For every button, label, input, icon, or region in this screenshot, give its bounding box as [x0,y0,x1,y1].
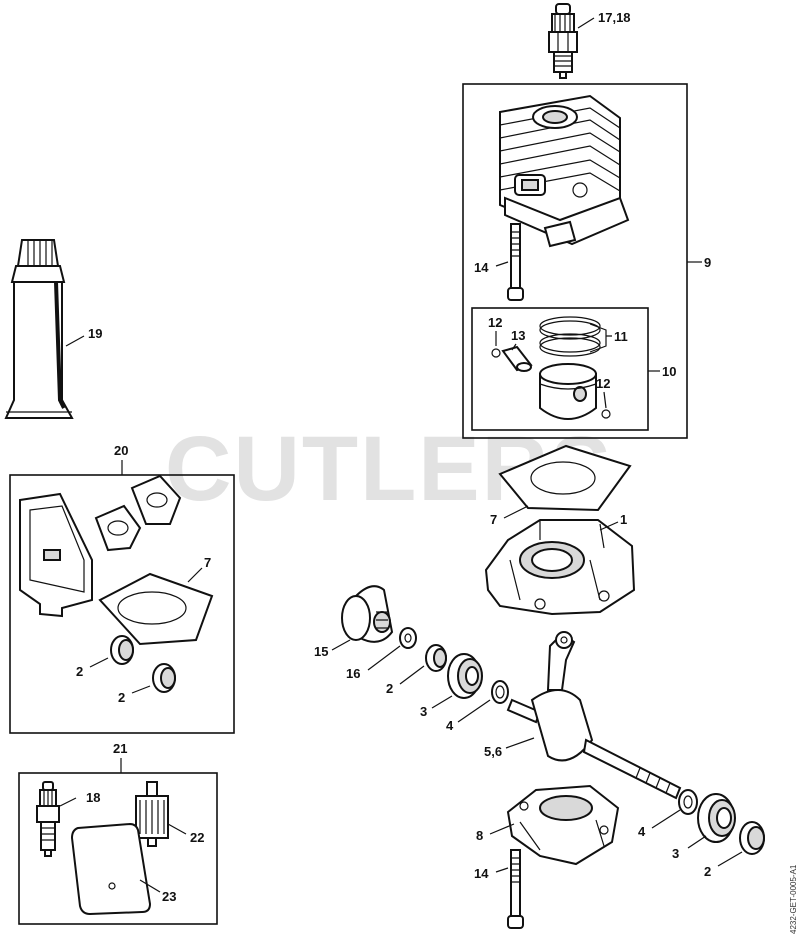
service-kit-frame [18,772,218,925]
kit-cylinder-gasket[interactable] [98,572,214,646]
piston-rings[interactable] [539,316,601,357]
kit-seal-b[interactable] [152,663,176,693]
label-21: 21 [113,741,127,756]
label-14-top: 14 [474,260,489,275]
label-9: 9 [704,255,711,270]
cylinder-group-frame [462,83,688,439]
piston-pin[interactable] [501,345,533,372]
shim-left[interactable] [491,680,509,704]
bearing-left[interactable] [447,653,483,699]
fuel-filter[interactable] [135,781,169,847]
label-4-left: 4 [446,718,454,733]
label-20: 20 [114,443,128,458]
piston-pin-clip-a[interactable] [491,348,501,358]
label-12-b: 12 [596,376,610,391]
seal-right[interactable] [739,821,765,855]
shim-right[interactable] [678,789,698,815]
crankshaft[interactable] [506,631,682,800]
label-2-kit-b: 2 [118,690,125,705]
kit-gasket-large[interactable] [19,492,93,618]
bolt-bottom[interactable] [507,849,524,929]
bearing-right[interactable] [697,793,736,843]
washer-left[interactable] [399,627,417,649]
label-7: 7 [490,512,497,527]
crankcase-lower[interactable] [506,784,620,866]
label-15: 15 [314,644,328,659]
label-13: 13 [511,328,525,343]
spark-plug-top[interactable] [548,3,578,79]
cylinder-gasket[interactable] [498,444,632,512]
label-2-right: 2 [704,864,711,879]
label-2-left: 2 [386,681,393,696]
label-17-18: 17,18 [598,10,631,25]
label-3-right: 3 [672,846,679,861]
drawing-code: 4232-GET-0005-A1 [789,864,798,934]
piston-pin-clip-b[interactable] [601,409,611,419]
piston-group-frame [471,307,649,431]
cylinder[interactable] [499,94,630,248]
fan-hub[interactable] [341,585,394,643]
label-4-right: 4 [638,824,646,839]
kit-gasket-small-b[interactable] [130,474,182,525]
crankcase-upper[interactable] [484,519,636,616]
bolt-top[interactable] [507,223,524,301]
label-16: 16 [346,666,360,681]
grease-tube[interactable] [4,239,74,419]
seal-left[interactable] [425,644,447,672]
label-12-a: 12 [488,315,502,330]
label-5-6: 5,6 [484,744,502,759]
air-filter[interactable] [70,822,152,916]
label-3-left: 3 [420,704,427,719]
label-8: 8 [476,828,483,843]
label-18-kit: 18 [86,790,100,805]
kit-gasket-small-a[interactable] [94,504,142,552]
label-14-bottom: 14 [474,866,489,881]
label-1: 1 [620,512,627,527]
label-11: 11 [614,329,628,344]
label-19: 19 [88,326,102,341]
label-2-kit-a: 2 [76,664,83,679]
kit-spark-plug[interactable] [36,781,60,857]
label-7-kit: 7 [204,555,211,570]
label-22: 22 [190,830,204,845]
kit-seal-a[interactable] [110,635,134,665]
label-10: 10 [662,364,676,379]
label-23: 23 [162,889,176,904]
piston[interactable] [539,363,597,420]
